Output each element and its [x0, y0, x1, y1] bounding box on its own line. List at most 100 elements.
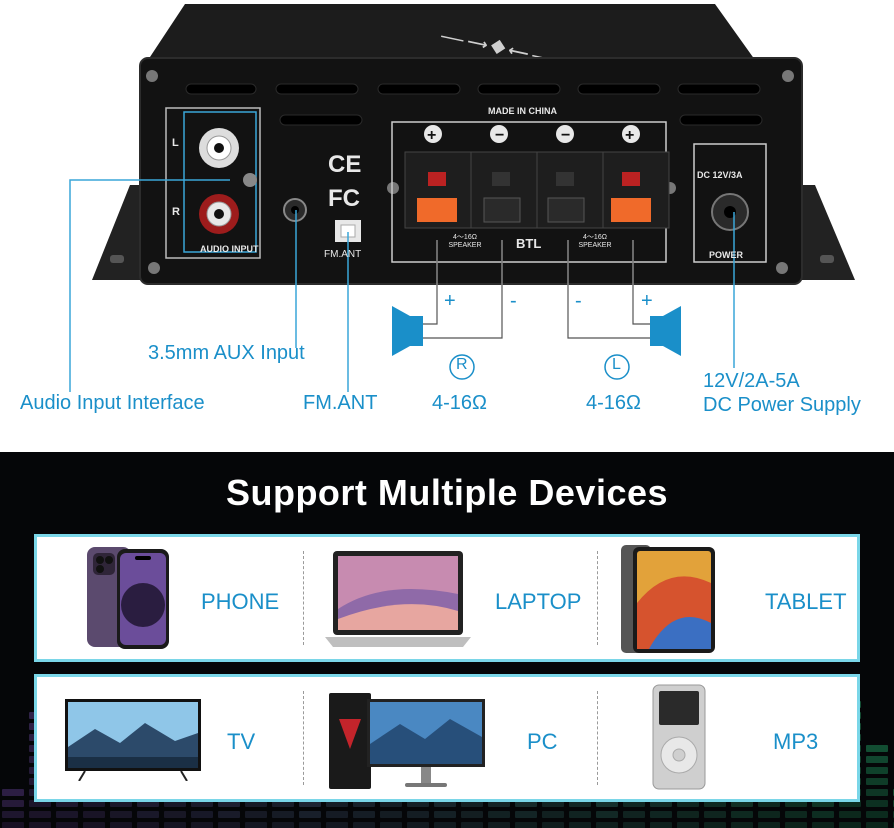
equalizer-block [353, 822, 375, 828]
equalizer-block [488, 811, 510, 818]
tablet-icon [621, 545, 715, 653]
phone-icon [87, 547, 169, 649]
device-row-1: PHONE LAPTOP TABLET [34, 534, 860, 662]
equalizer-block [866, 789, 888, 796]
mp3-player-icon [652, 684, 706, 790]
phone-label: PHONE [201, 589, 280, 614]
right-channel-mark: R [456, 356, 468, 373]
pc-label: PC [527, 729, 558, 754]
equalizer-block [218, 800, 240, 807]
equalizer-block [488, 822, 510, 828]
btl-label: BTL [516, 236, 542, 251]
ce-mark: CE [328, 151, 361, 178]
equalizer-block [866, 822, 888, 828]
audio-input-panel-label: AUDIO INPUT [200, 244, 259, 254]
equalizer-block [2, 800, 24, 807]
equalizer-block [650, 800, 672, 807]
section-headline: Support Multiple Devices [225, 472, 669, 513]
speaker-right-panel-label: 4～16Ω SPEAKER [578, 234, 612, 249]
equalizer-block [650, 811, 672, 818]
equalizer-block [839, 811, 861, 818]
equalizer-block [380, 811, 402, 818]
equalizer-block [839, 822, 861, 828]
right-impedance-callout: 4-16Ω [432, 392, 487, 414]
power-box [693, 143, 767, 263]
equalizer-block [164, 822, 186, 828]
speaker-left-icon [650, 306, 681, 356]
equalizer-block [434, 800, 456, 807]
equalizer-block [353, 811, 375, 818]
equalizer-block [839, 800, 861, 807]
equalizer-block [866, 778, 888, 785]
equalizer-block [218, 822, 240, 828]
svg-text:−: − [495, 127, 504, 144]
row-2-divider [303, 691, 304, 785]
made-in-label: MADE IN CHINA [488, 106, 557, 116]
device-phone: PHONE [37, 537, 303, 659]
equalizer-block [866, 800, 888, 807]
vent-slots [185, 83, 763, 126]
equalizer-block [569, 822, 591, 828]
equalizer-block [110, 811, 132, 818]
device-tv: TV [37, 677, 303, 799]
equalizer-block [569, 811, 591, 818]
equalizer-block [812, 811, 834, 818]
equalizer-block [461, 822, 483, 828]
equalizer-block [515, 800, 537, 807]
equalizer-block [515, 822, 537, 828]
equalizer-block [542, 822, 564, 828]
screw [776, 262, 788, 274]
svg-text:+: + [427, 127, 436, 144]
equalizer-block [83, 811, 105, 818]
device-pc: PC [303, 677, 591, 799]
equalizer-block [704, 800, 726, 807]
equalizer-block [56, 800, 78, 807]
equalizer-block [758, 800, 780, 807]
left-channel-circle [604, 354, 630, 380]
equalizer-block [407, 811, 429, 818]
fm-ant-panel-label: FM.ANT [324, 249, 362, 260]
equalizer-block [272, 811, 294, 818]
equalizer-block [704, 811, 726, 818]
speaker-left-panel-label: 4～16Ω SPEAKER [448, 234, 482, 249]
equalizer-block [299, 811, 321, 818]
equalizer-block [866, 756, 888, 763]
equalizer-block [83, 800, 105, 807]
equalizer-block [110, 822, 132, 828]
equalizer-block [866, 811, 888, 818]
device-laptop: LAPTOP [303, 537, 591, 659]
audio-input-callout: Audio Input Interface [20, 392, 205, 414]
equalizer-block [29, 800, 51, 807]
equalizer-block [542, 811, 564, 818]
equalizer-block [596, 800, 618, 807]
equalizer-block [758, 811, 780, 818]
laptop-icon [325, 551, 471, 647]
equalizer-block [2, 811, 24, 818]
left-mounting-flange [92, 185, 148, 280]
speaker-right-icon [392, 306, 423, 356]
equalizer-block [434, 811, 456, 818]
equalizer-block [245, 822, 267, 828]
equalizer-block [542, 800, 564, 807]
left-channel-mark: L [612, 356, 621, 373]
fc-mark: FC [328, 185, 360, 212]
panel-l-label: L [172, 137, 179, 149]
power-panel-label: POWER [709, 250, 744, 260]
equalizer-block [785, 822, 807, 828]
equalizer-block [569, 800, 591, 807]
equalizer-block [83, 822, 105, 828]
equalizer-block [623, 822, 645, 828]
equalizer-block [785, 800, 807, 807]
equalizer-block [191, 811, 213, 818]
device-mp3: MP3 [597, 677, 857, 799]
equalizer-block [218, 811, 240, 818]
fm-ant-callout: FM.ANT [303, 392, 378, 414]
mp3-label: MP3 [773, 729, 819, 754]
right-plus-mark: + [444, 290, 456, 312]
equalizer-block [407, 800, 429, 807]
equalizer-block [434, 822, 456, 828]
row-1-divider [597, 551, 598, 645]
equalizer-block [488, 800, 510, 807]
screw [146, 70, 158, 82]
row-1-divider [303, 551, 304, 645]
